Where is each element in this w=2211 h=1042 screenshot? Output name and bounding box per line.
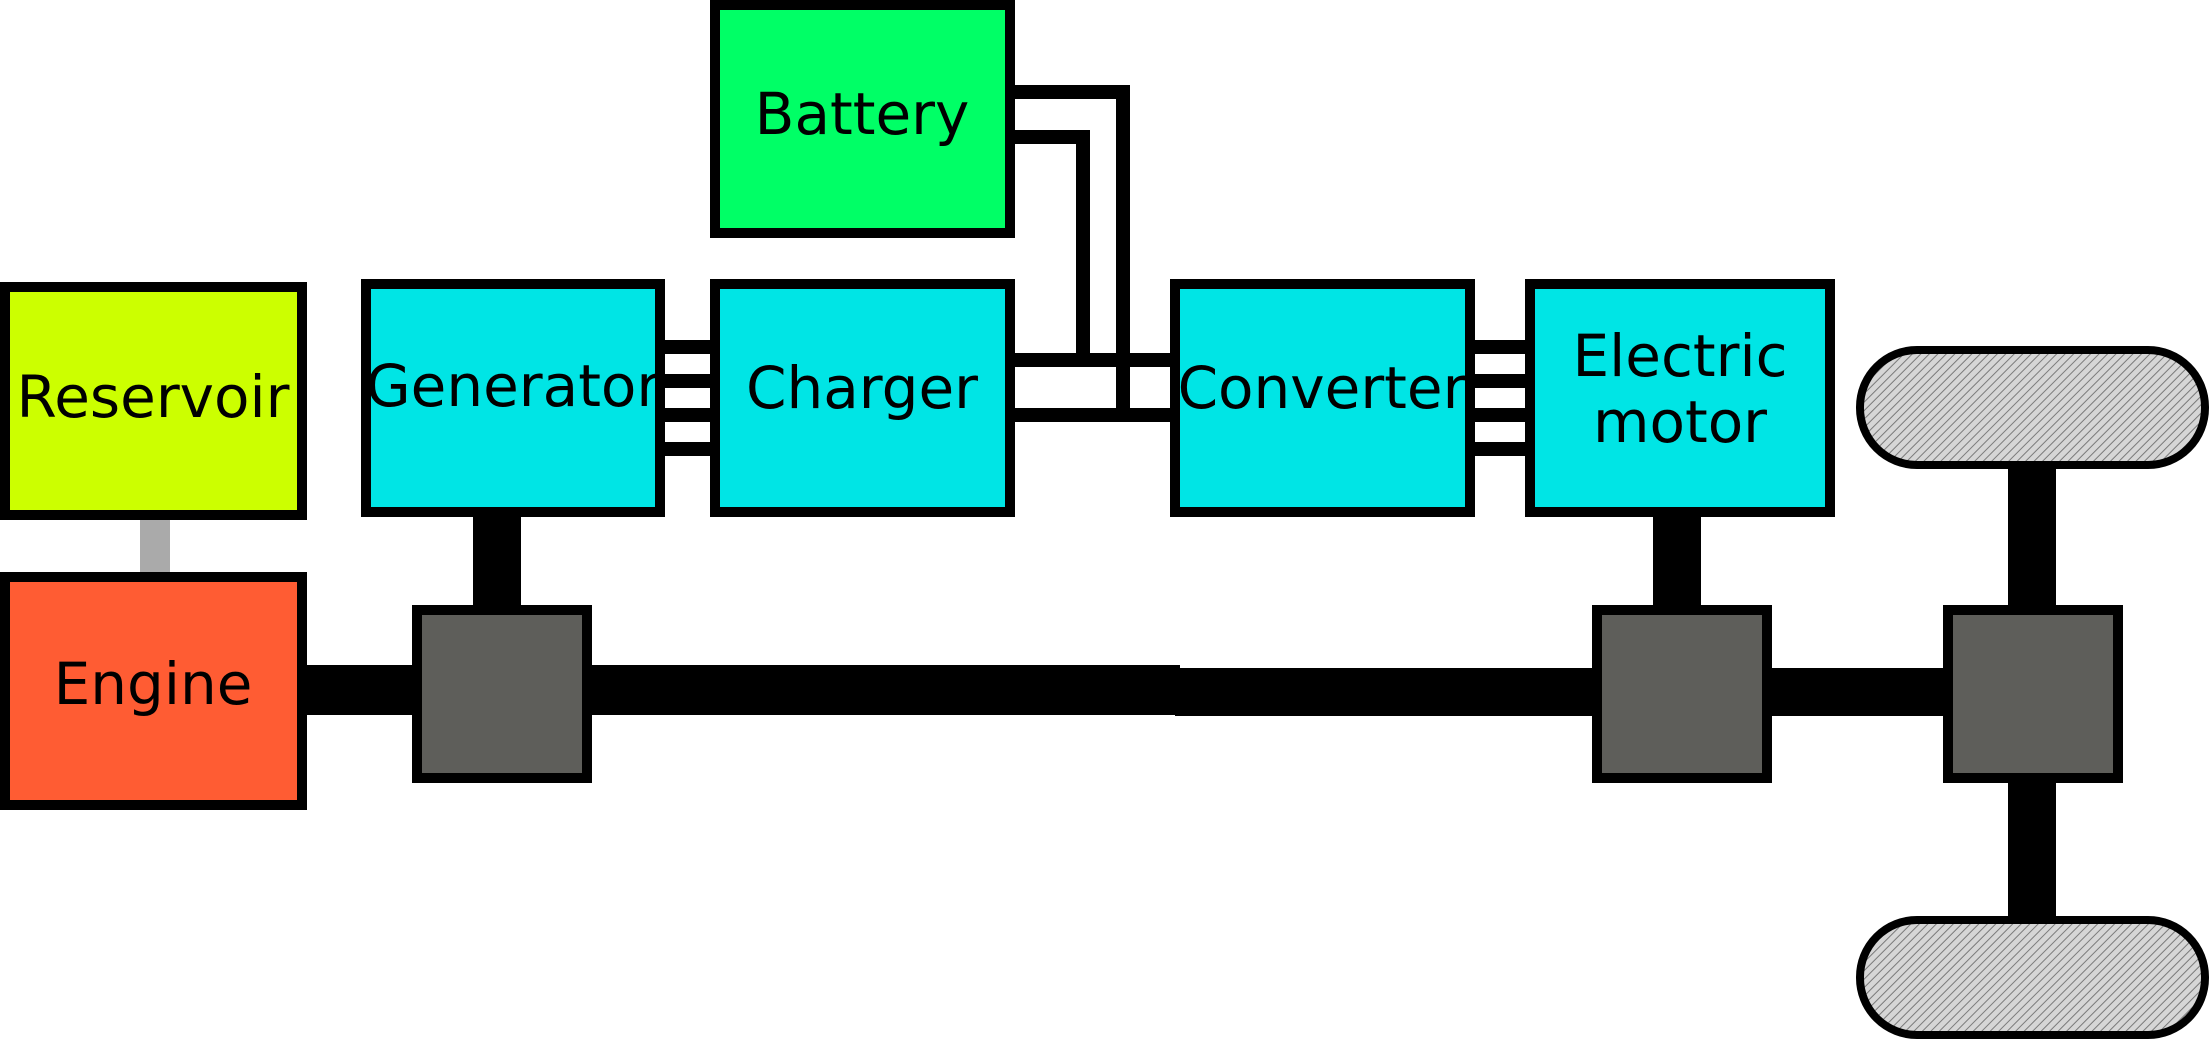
engine-label: Engine <box>54 650 253 718</box>
main-shaft-right <box>1175 668 1600 716</box>
battery-box <box>710 0 1015 238</box>
battery-label: Battery <box>755 80 970 148</box>
engine-shaft <box>300 665 420 715</box>
charger-box <box>710 279 1015 517</box>
axle-lower <box>2008 780 2056 930</box>
wire-battery-bus <box>1010 85 1130 415</box>
electric-motor-label-line1: Electric <box>1573 322 1788 390</box>
electric-motor-label-line2: motor <box>1593 388 1767 456</box>
axle-shaft <box>1765 668 1950 716</box>
engine-box <box>0 572 307 810</box>
converter-box <box>1170 279 1475 517</box>
generator-shaft <box>473 512 521 612</box>
fuel-line <box>140 515 170 575</box>
charger-label: Charger <box>746 354 978 422</box>
wire-converter-motor <box>1470 340 1530 456</box>
gearbox-middle <box>1592 605 1772 783</box>
motor-shaft <box>1653 512 1701 612</box>
axle-upper <box>2008 462 2056 612</box>
gearbox-left <box>412 605 592 783</box>
wheel-top <box>1856 346 2209 469</box>
wire-generator-charger <box>660 340 715 456</box>
wire-charger-converter <box>1010 353 1175 422</box>
electric-motor-box <box>1525 279 1835 517</box>
generator-box <box>361 279 665 517</box>
gearbox-right <box>1943 605 2123 783</box>
wheel-bottom <box>1856 916 2209 1039</box>
main-shaft-left <box>585 665 1180 715</box>
converter-label: Converter <box>1178 354 1467 422</box>
generator-label: Generator <box>366 352 661 420</box>
reservoir-box <box>0 282 307 520</box>
reservoir-label: Reservoir <box>17 363 290 431</box>
